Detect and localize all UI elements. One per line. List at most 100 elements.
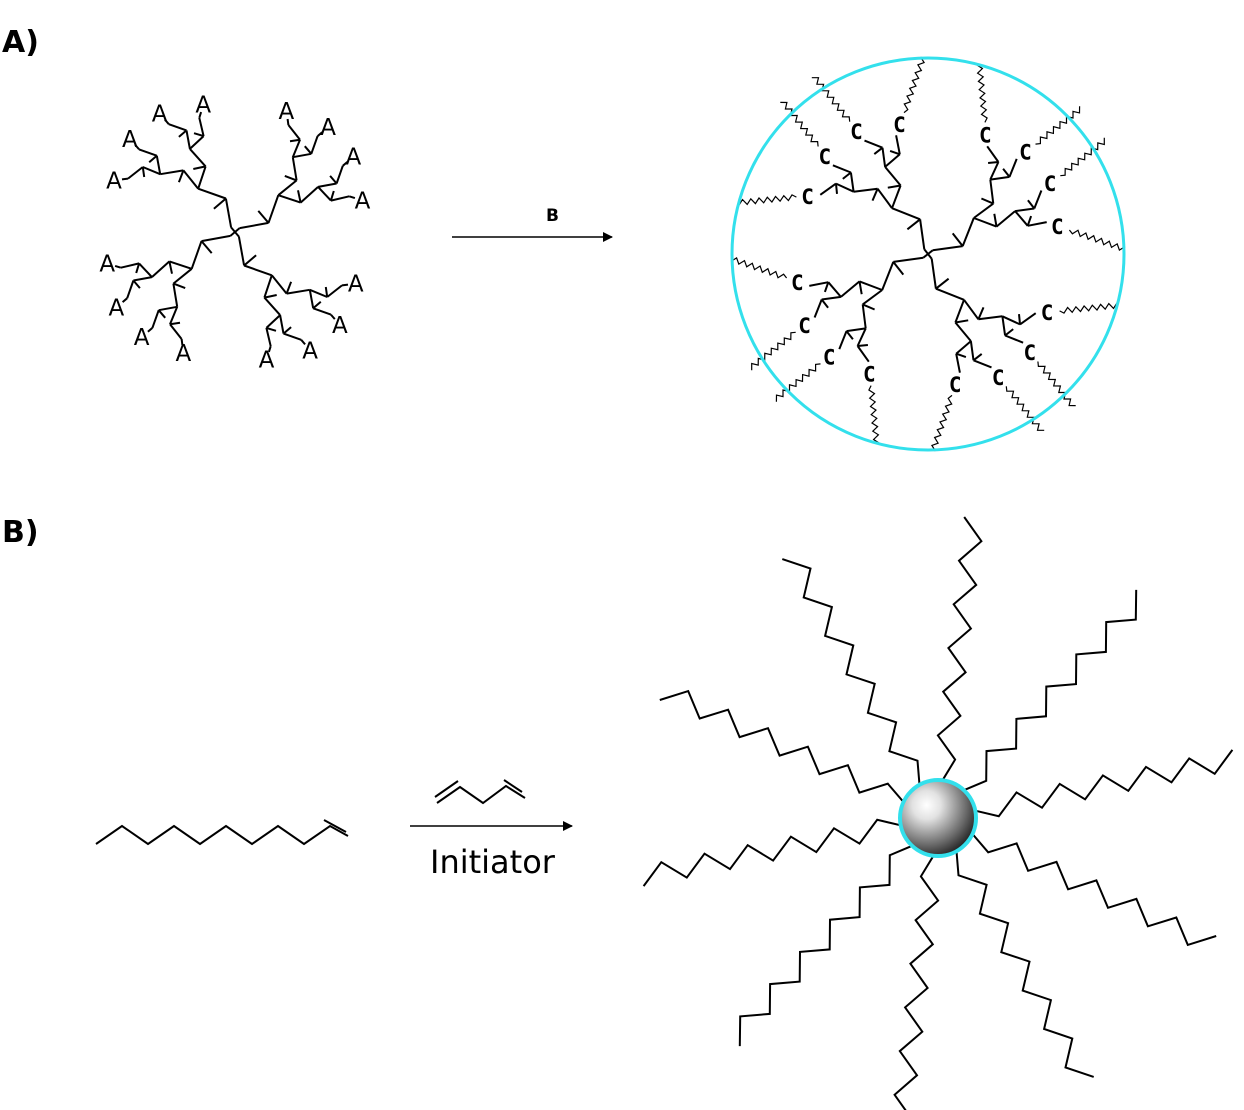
bond [312,301,322,310]
bond [329,190,335,201]
polymer-tail [811,77,851,122]
bond [234,231,240,238]
bond [267,194,280,224]
bond [973,359,992,369]
polymer-tail [738,194,797,206]
bond [151,309,160,329]
bond [935,287,965,301]
bond [316,131,323,137]
bond [291,139,301,158]
end-group-label: C [801,185,814,209]
end-group-label: A [348,272,364,298]
bond [895,135,901,155]
bond [158,305,178,312]
bond [954,299,965,323]
bond [197,187,227,200]
bond [871,188,879,201]
bond [264,294,277,299]
end-group-label: A [176,341,192,367]
star-arm [781,558,921,785]
bond [141,166,146,178]
bond [846,327,866,333]
bond [197,166,207,190]
bond [324,286,329,298]
bond [151,260,171,278]
bond [180,338,184,346]
bond [147,327,154,333]
bond [286,118,290,126]
dendrimer-shell-circle [730,56,1126,452]
bond [955,353,961,373]
bond [954,321,972,342]
bond [172,283,179,307]
bond [977,307,985,320]
bond [148,154,158,163]
bond [230,226,236,233]
bond [330,313,336,320]
bond [972,353,983,362]
bond [182,169,199,190]
bond [190,240,203,270]
bond [132,279,141,289]
bond [201,234,231,243]
bond [845,330,854,340]
bond [304,145,313,155]
end-group-label: A [122,127,138,153]
end-group-label: C [850,120,863,144]
bond [963,299,980,320]
bond [988,161,999,164]
bond [286,288,310,295]
polymer-tail [1059,302,1118,314]
bond [243,254,257,267]
bond [889,149,901,156]
bond [279,314,285,334]
end-group-label: A [279,99,295,125]
bond [1001,316,1007,336]
bond [282,326,292,335]
bond [1008,158,1018,178]
bond [267,345,272,353]
bond [193,132,204,138]
bond [873,146,884,155]
bond [955,340,972,355]
bond [263,274,273,298]
bond [856,345,870,363]
bond [185,130,191,150]
bond [155,155,162,175]
bond [923,248,929,255]
bond [1018,314,1021,325]
bond [1027,221,1047,227]
polymer-tail [976,64,988,123]
bond [213,197,227,210]
star-arm [963,589,1138,792]
bond [809,281,829,287]
bond [893,256,924,263]
bond [981,197,994,205]
bond [919,219,926,250]
end-group-label: A [346,145,362,171]
bond [978,315,1003,321]
end-group-label: A [195,92,211,118]
bond [142,166,161,176]
bond [864,139,883,149]
bond [292,152,312,159]
bond [114,264,122,269]
bond [891,185,902,209]
bond [986,145,1000,163]
star-polymer [642,516,1234,1110]
bond [859,280,883,291]
end-group-label: C [992,366,1005,390]
bond [169,323,183,340]
bond [291,157,298,181]
bond [342,161,349,167]
reaction-arrow-label: B [546,206,559,226]
monomer-double-bond [323,819,347,833]
star-arm [971,833,1217,947]
bond [134,144,140,151]
bond [842,171,852,180]
bond [200,240,213,254]
bond [284,174,297,182]
